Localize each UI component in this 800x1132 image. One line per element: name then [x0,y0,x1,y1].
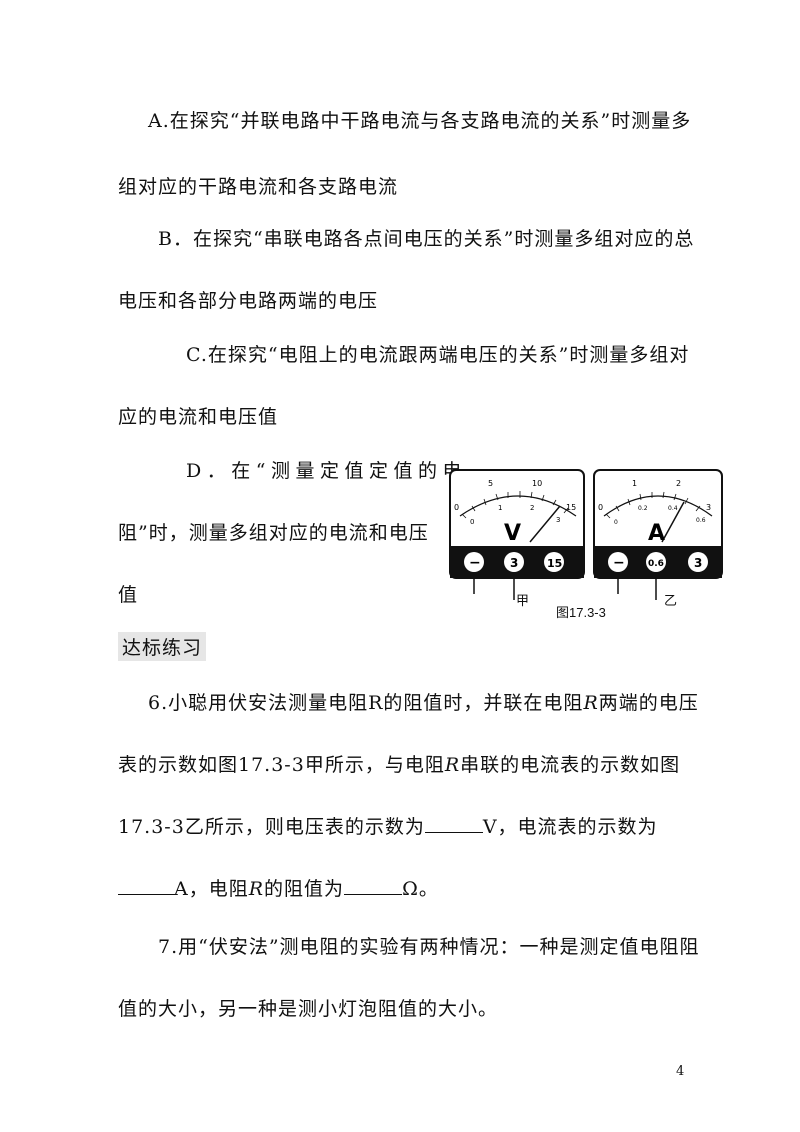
ammeter-scale-bottom-1: 0.2 [638,505,648,512]
voltmeter-scale-bottom-2: 2 [530,504,534,512]
q6-line-4-c: Ω。 [402,878,439,900]
q6-line-4: A，电阻R的阻值为 Ω。 [118,874,439,901]
voltmeter-needle [529,505,561,543]
q6-line-1-post: 两端的电压 [598,692,699,714]
voltmeter: 0 5 10 15 0 1 2 3 V − 3 15 [449,469,585,600]
voltmeter-symbol: V [504,521,521,546]
q6-line-3-pre: 17.3-3乙所示，则电压表的示数为 [118,816,425,838]
ammeter-terminal-0-6: 0.6 [648,559,664,569]
ammeter: 0 1 2 3 0 0.2 0.4 0.6 A − 0.6 3 [593,469,723,600]
q7-line-1: 7.用“伏安法”测电阻的实验有两种情况：一种是测定值电阻阻 [158,936,700,958]
option-b-line-2: 电压和各部分电路两端的电压 [118,290,379,312]
ammeter-label: 乙 [664,593,678,608]
page-number: 4 [676,1064,685,1079]
voltmeter-label: 甲 [516,593,530,608]
voltmeter-scale-top-0: 0 [454,503,459,512]
q6-line-1-var: R [583,692,599,714]
ammeter-needle [661,501,685,543]
ammeter-scale-top-2: 2 [676,479,681,488]
ammeter-scale-bottom-2: 0.4 [668,505,678,512]
current-answer-blank[interactable] [118,878,174,895]
q6-line-1: 6.小聪用伏安法测量电阻R的阻值时，并联在电阻R两端的电压 [148,688,699,715]
q7-line-2: 值的大小，另一种是测小灯泡阻值的大小。 [118,998,499,1020]
q6-line-2-var: R [444,754,461,776]
q6-line-4-b: 的阻值为 [264,878,345,900]
q6-line-3-mid: V，电流表的示数为 [482,816,658,838]
voltmeter-scale-top-1: 5 [488,479,493,488]
ammeter-terminal-minus: − [613,555,625,571]
option-c-line-1: C.在探究“电阻上的电流跟两端电压的关系”时测量多组对 [186,344,690,366]
section-title: 达标练习 [118,632,207,661]
option-a-line-2: 组对应的干路电流和各支路电流 [118,176,399,198]
q6-line-4-var: R [248,878,265,900]
meters-figure: 0 5 10 15 0 1 2 3 V − 3 15 0 1 2 3 0 [449,469,723,600]
q6-line-2: 表的示数如图17.3-3甲所示，与电阻R串联的电流表的示数如图 [118,750,680,777]
voltmeter-terminal-3: 3 [510,556,518,570]
option-d-line-3: 值 [118,584,139,606]
option-c-line-2: 应的电流和电压值 [118,406,279,428]
ammeter-scale-bottom-3: 0.6 [696,517,706,524]
resistance-answer-blank[interactable] [344,878,403,895]
voltmeter-scale-bottom-3: 3 [556,516,560,524]
ammeter-scale-top-1: 1 [632,479,637,488]
option-d-line-2: 阻”时，测量多组对应的电流和电压 [118,522,429,544]
q6-line-2-post: 串联的电流表的示数如图 [460,754,681,776]
ammeter-scale-top-3: 3 [706,503,711,512]
option-a-line-1: A.在探究“并联电路中干路电流与各支路电流的关系”时测量多 [148,110,692,132]
q6-line-4-a: A，电阻 [174,878,249,900]
voltage-answer-blank[interactable] [424,816,483,833]
option-d-line-1: D．在“测量定值定值的电 [186,460,467,482]
voltmeter-terminal-minus: − [469,555,481,571]
voltmeter-scale-top-3: 15 [566,503,576,512]
voltmeter-scale-bottom-0: 0 [470,518,474,526]
q6-line-2-pre: 表的示数如图17.3-3甲所示，与电阻 [118,754,445,776]
q6-line-1-pre: 6.小聪用伏安法测量电阻R的阻值时，并联在电阻 [148,692,584,714]
ammeter-scale-bottom-0: 0 [614,519,618,526]
voltmeter-scale-top-2: 10 [532,479,542,488]
figure-caption: 图17.3-3 [556,605,606,620]
ammeter-symbol: A [648,521,665,546]
option-b-line-1: B．在探究“串联电路各点间电压的关系”时测量多组对应的总 [158,228,695,250]
q6-line-3: 17.3-3乙所示，则电压表的示数为 V，电流表的示数为 [118,812,658,839]
ammeter-scale-top-0: 0 [598,503,603,512]
ammeter-terminal-3: 3 [694,556,702,570]
voltmeter-scale-bottom-1: 1 [498,504,502,512]
voltmeter-terminal-15: 15 [547,557,562,570]
